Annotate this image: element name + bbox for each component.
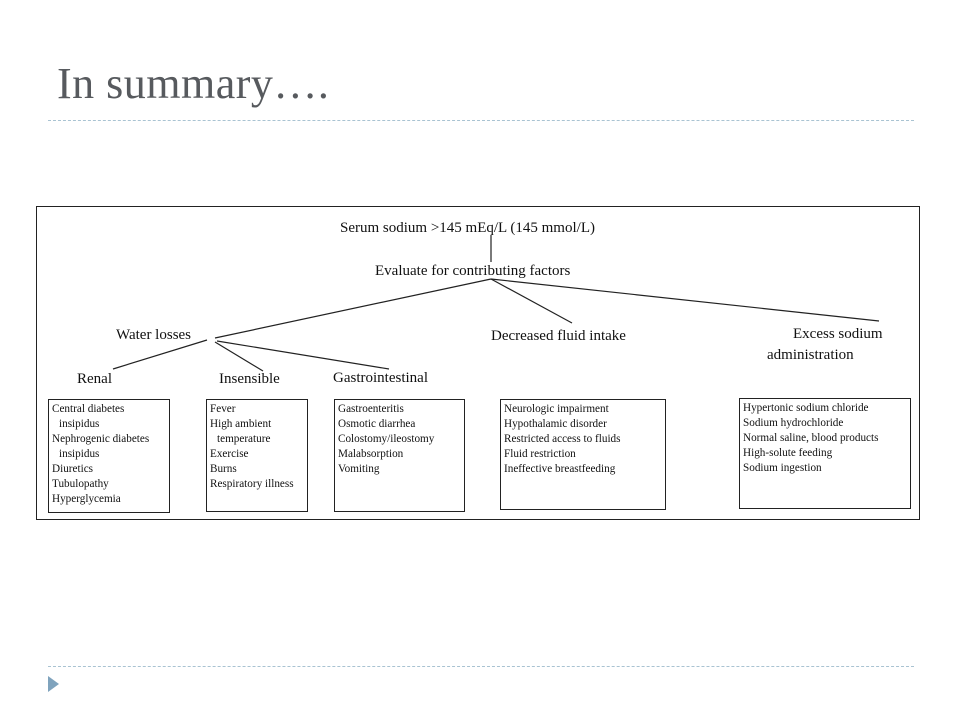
list-item: Sodium ingestion — [743, 462, 822, 474]
evaluate-label: Evaluate for contributing factors — [375, 263, 571, 279]
list-item: Diuretics — [52, 463, 94, 475]
list-item: Exercise — [210, 448, 249, 460]
list-item: Hypothalamic disorder — [504, 418, 607, 430]
decreased-intake-label: Decreased fluid intake — [491, 328, 626, 344]
list-item: Fever — [210, 403, 236, 415]
sodium-causes-box: Hypertonic sodium chloride Sodium hydroc… — [739, 398, 911, 509]
list-item: High-solute feeding — [743, 447, 833, 459]
hypernatremia-flowchart: Serum sodium >145 mEq/L (145 mmol/L) Eva… — [36, 206, 920, 520]
list-item: Tubulopathy — [52, 478, 109, 490]
list-item: Colostomy/ileostomy — [338, 433, 435, 445]
renal-label: Renal — [77, 371, 112, 387]
insensible-causes-box: Fever High ambient temperature Exercise … — [206, 399, 308, 512]
root-label: Serum sodium >145 mEq/L (145 mmol/L) — [340, 220, 595, 236]
list-item: Sodium hydrochloride — [743, 417, 844, 429]
list-item: Neurologic impairment — [504, 403, 609, 415]
connector-lines — [112, 235, 880, 372]
list-item: insipidus — [59, 448, 100, 460]
gastrointestinal-causes-box: Gastroenteritis Osmotic diarrhea Colosto… — [334, 399, 465, 512]
excess-sodium-label: Excess sodium — [793, 326, 883, 342]
list-item: Osmotic diarrhea — [338, 418, 416, 430]
renal-causes-box: Central diabetes insipidus Nephrogenic d… — [48, 399, 170, 513]
insensible-label: Insensible — [219, 371, 280, 387]
list-item: Respiratory illness — [210, 478, 294, 490]
list-item: Burns — [210, 463, 237, 475]
list-item: Gastroenteritis — [338, 403, 404, 415]
list-item: Hypertonic sodium chloride — [743, 402, 869, 414]
list-item: Ineffective breastfeeding — [504, 463, 616, 475]
slide-title: In summary…. — [57, 59, 330, 108]
title-divider — [48, 120, 914, 121]
administration-label: administration — [767, 347, 854, 363]
list-item: insipidus — [59, 418, 100, 430]
list-item: Central diabetes — [52, 403, 125, 415]
gastrointestinal-label: Gastrointestinal — [333, 370, 428, 386]
list-item: Normal saline, blood products — [743, 432, 879, 444]
list-item: Hyperglycemia — [52, 493, 121, 505]
bullet-arrow-icon — [48, 676, 59, 692]
intake-causes-box: Neurologic impairment Hypothalamic disor… — [500, 399, 666, 510]
list-item: Vomiting — [338, 463, 380, 475]
list-item: temperature — [217, 433, 271, 445]
list-item: Restricted access to fluids — [504, 433, 621, 445]
water-losses-label: Water losses — [116, 327, 192, 343]
list-item: High ambient — [210, 418, 272, 430]
list-item: Nephrogenic diabetes — [52, 433, 150, 445]
list-item: Fluid restriction — [504, 448, 576, 460]
footer-divider — [48, 666, 914, 667]
list-item: Malabsorption — [338, 448, 404, 460]
